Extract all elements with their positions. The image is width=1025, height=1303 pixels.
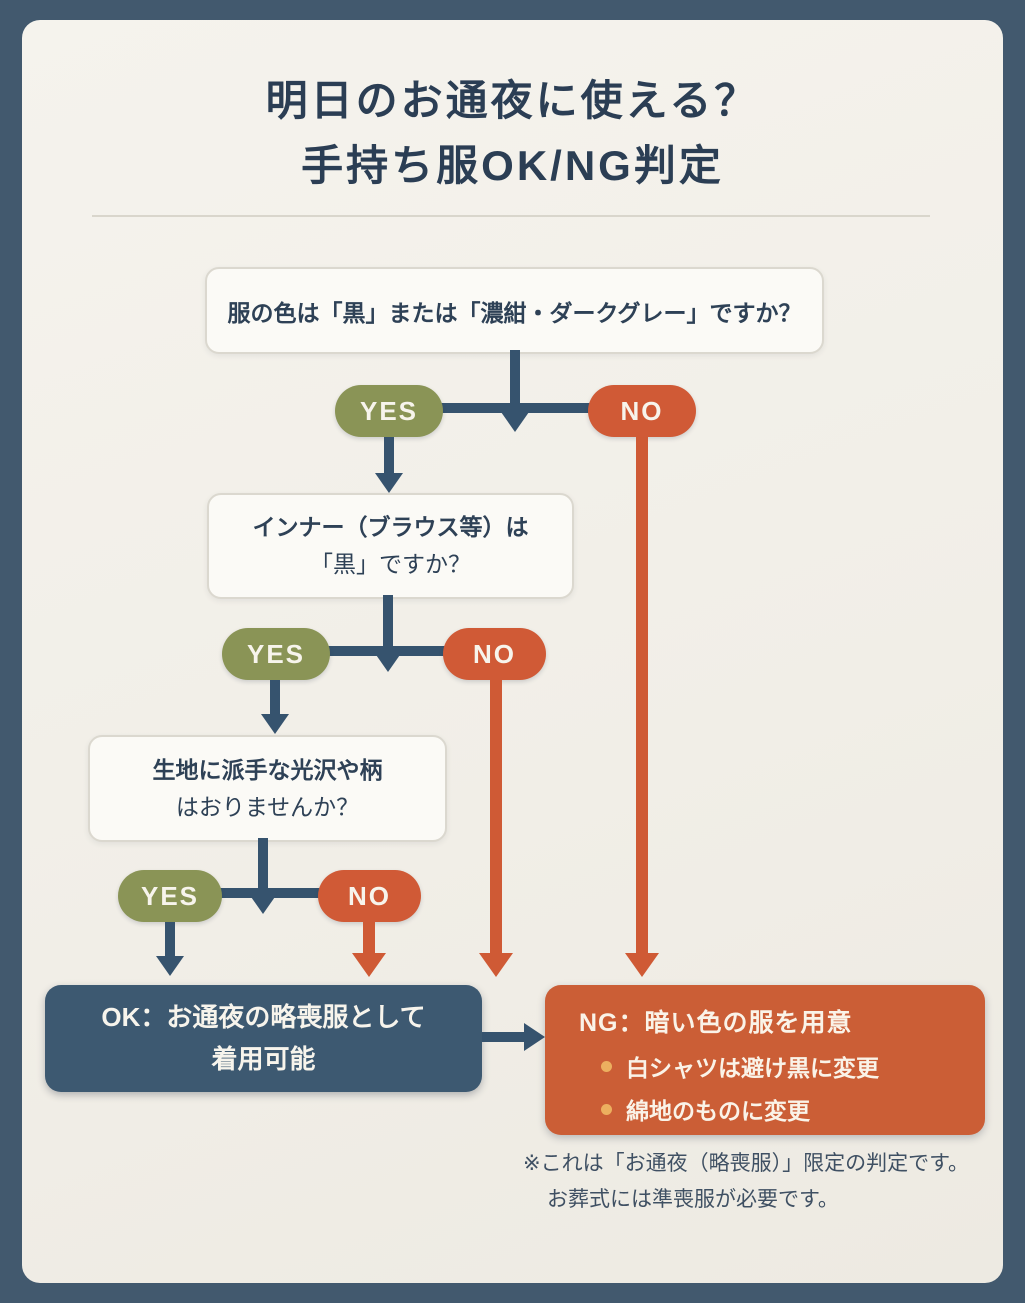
question-box-3: 生地に派手な光沢や柄 はおりませんか？ [88, 735, 447, 842]
yes-pill-1-label: YES [359, 395, 419, 426]
question-1-text: 服の色は「黒」または「濃紺・ダークグレー」ですか？ [227, 299, 802, 326]
question-3-line-1: 生地に派手な光沢や柄 [152, 756, 383, 783]
title-line-2: 手持ち服OK/NG判定 [301, 142, 724, 190]
question-2-line-1: インナー（ブラウス等）は [252, 514, 529, 541]
ng-bullet-2-text: 綿地のものに変更 [626, 1098, 810, 1124]
arrowhead-no2-icon [479, 953, 513, 977]
no-pill-3: NO [318, 870, 421, 922]
arrowhead-yes2-icon [261, 714, 289, 734]
connector-yes3-down [165, 922, 175, 958]
no-pill-3-label: NO [348, 880, 391, 911]
arrowhead-q1-down-icon [501, 412, 529, 432]
yes-pill-2-label: YES [246, 638, 306, 669]
connector-q1-horizontal [440, 403, 590, 413]
arrowhead-q2-down-icon [374, 652, 402, 672]
connector-ok-to-ng [482, 1032, 525, 1042]
ng-bullet-item-2: 綿地のものに変更 [601, 1092, 965, 1126]
connector-no2-down [490, 680, 502, 955]
connector-no3-down [363, 922, 375, 954]
connector-yes2-down [270, 680, 280, 716]
bullet-dot-icon [601, 1060, 612, 1072]
connector-q1-down [510, 350, 520, 408]
arrowhead-yes3-icon [156, 956, 184, 976]
ok-result-line-2: 着用可能 [211, 1043, 316, 1074]
question-box-2: インナー（ブラウス等）は 「黒」ですか？ [207, 493, 574, 599]
arrowhead-no1-icon [625, 953, 659, 977]
footnote: ※これは「お通夜（略喪服）」限定の判定です。 お葬式には準喪服が必要です。 [523, 1146, 1003, 1217]
arrowhead-ok-to-ng-icon [524, 1023, 545, 1051]
ng-result-box: NG：暗い色の服を用意 白シャツは避け黒に変更 綿地のものに変更 [545, 985, 985, 1135]
yes-pill-1: YES [335, 385, 443, 437]
arrowhead-no3-icon [352, 953, 386, 977]
no-pill-2: NO [443, 628, 546, 680]
yes-pill-3-label: YES [140, 880, 200, 911]
no-pill-1-label: NO [620, 395, 664, 426]
yes-pill-2: YES [222, 628, 330, 680]
title-divider [92, 215, 930, 217]
question-3-line-2: はおりませんか？ [175, 793, 360, 820]
ng-result-title: NG：暗い色の服を用意 [579, 1009, 853, 1037]
ng-bullet-list: 白シャツは避け黒に変更 綿地のものに変更 [579, 1049, 965, 1126]
connector-q3-horizontal [217, 888, 323, 898]
ok-result-line-1: OK：お通夜の略喪服として [101, 1001, 426, 1032]
question-2-line-2: 「黒」ですか？ [310, 551, 471, 577]
arrowhead-q3-down-icon [249, 894, 277, 914]
connector-no1-down [636, 437, 648, 955]
bullet-dot-icon [601, 1103, 612, 1115]
no-pill-2-label: NO [473, 638, 516, 669]
title-line-1: 明日のお通夜に使える？ [265, 77, 760, 124]
connector-q2-down [383, 595, 393, 651]
ng-bullet-item-1: 白シャツは避け黒に変更 [601, 1049, 965, 1083]
connector-q2-horizontal [325, 646, 455, 656]
page-title: 明日のお通夜に使える？ 手持ち服OK/NG判定 [0, 68, 1025, 198]
connector-q3-down [258, 838, 268, 893]
footnote-line-1: ※これは「お通夜（略喪服）」限定の判定です。 [523, 1152, 969, 1175]
ok-result-box: OK：お通夜の略喪服として 着用可能 [45, 985, 482, 1092]
no-pill-1: NO [588, 385, 696, 437]
question-box-1: 服の色は「黒」または「濃紺・ダークグレー」ですか？ [205, 267, 824, 354]
connector-yes1-down [384, 437, 394, 475]
footnote-line-2: お葬式には準喪服が必要です。 [547, 1187, 839, 1211]
arrowhead-yes1-icon [375, 473, 403, 493]
ng-bullet-1-text: 白シャツは避け黒に変更 [626, 1055, 879, 1081]
yes-pill-3: YES [118, 870, 222, 922]
